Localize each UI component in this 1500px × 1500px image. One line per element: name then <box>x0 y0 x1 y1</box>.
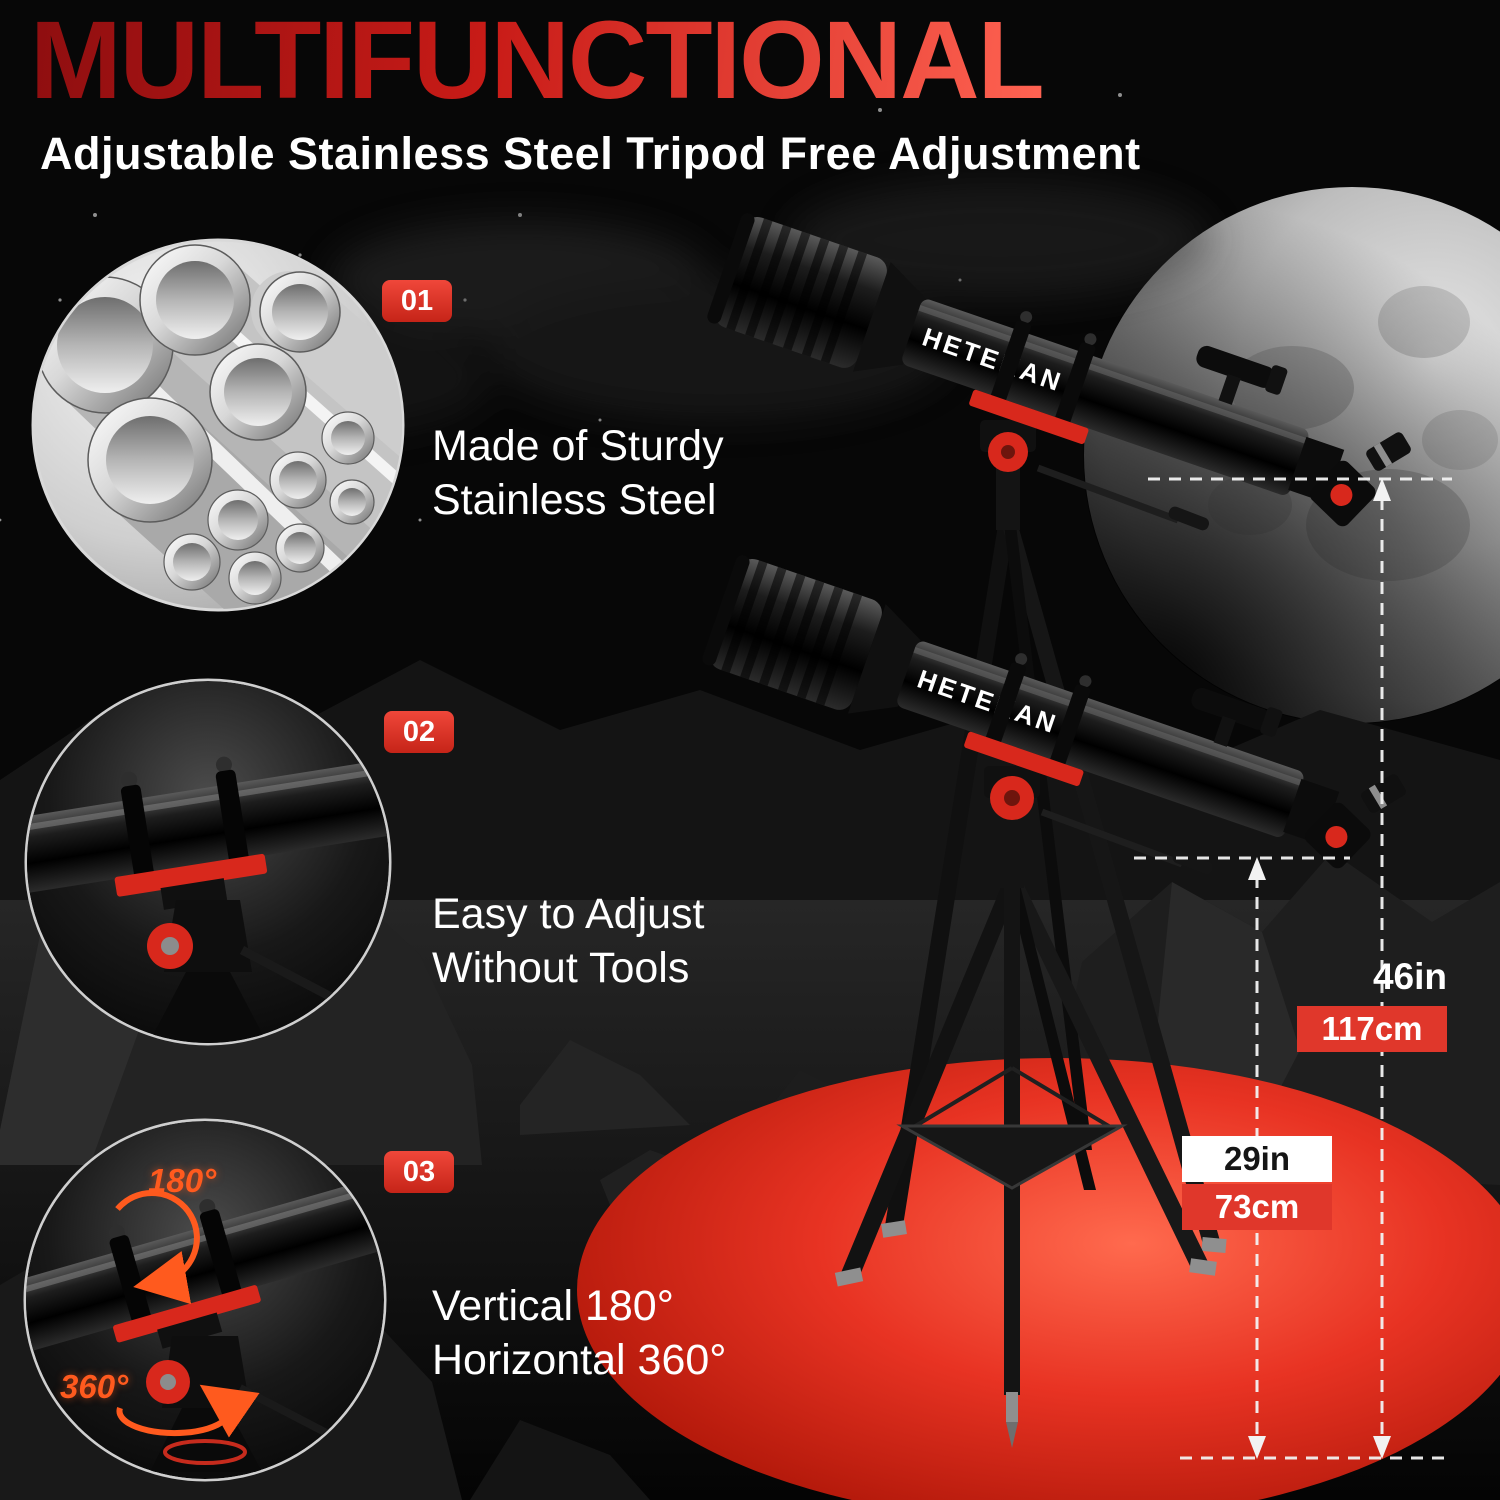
feature-text-03-line2: Horizontal 360° <box>432 1335 727 1384</box>
feature-text-02-line1: Easy to Adjust <box>432 890 705 938</box>
feature-text-02: Easy to Adjust Without Tools <box>432 888 705 996</box>
feature-text-02-line2: Without Tools <box>432 943 690 992</box>
feature-badge-01: 01 <box>382 280 452 322</box>
mount-closeup-photo <box>24 678 392 1046</box>
feature-text-01: Made of Sturdy Stainless Steel <box>432 420 724 528</box>
feature-text-01-line1: Made of Sturdy <box>432 422 724 470</box>
rotation-demo-photo <box>23 1118 387 1482</box>
feature-badge-03: 03 <box>384 1151 454 1193</box>
vertical-rotation-label: 180° <box>148 1162 217 1199</box>
measurement-arrowheads <box>1248 478 1391 1459</box>
feature-badge-02: 02 <box>384 711 454 753</box>
feature-text-03: Vertical 180° Horizontal 360° <box>432 1280 726 1388</box>
accessory-tray <box>896 1124 1128 1190</box>
page-title: MULTIFUNCTIONAL <box>30 0 1045 122</box>
measurement-46in-label: 46in <box>1372 956 1448 997</box>
feature-text-03-line1: Vertical 180° <box>432 1282 674 1330</box>
horizontal-rotation-arrow <box>116 1384 260 1438</box>
measurement-29in-label: 29in <box>1182 1136 1332 1182</box>
vertical-rotation-arrow <box>115 1190 200 1305</box>
telescope-lower: HETEKAN <box>702 555 1406 1448</box>
tripod-lower <box>834 766 1217 1448</box>
measurement-117cm-label: 117cm <box>1297 1006 1447 1052</box>
horizontal-rotation-label: 360° <box>60 1368 129 1405</box>
page-subtitle: Adjustable Stainless Steel Tripod Free A… <box>40 128 1141 179</box>
measurement-73cm-label: 73cm <box>1182 1184 1332 1230</box>
feature-text-01-line2: Stainless Steel <box>432 475 717 524</box>
optical-tube-lower: HETEKAN <box>702 555 1406 869</box>
steel-tubes-photo <box>31 238 405 612</box>
tube-openings <box>36 244 375 605</box>
